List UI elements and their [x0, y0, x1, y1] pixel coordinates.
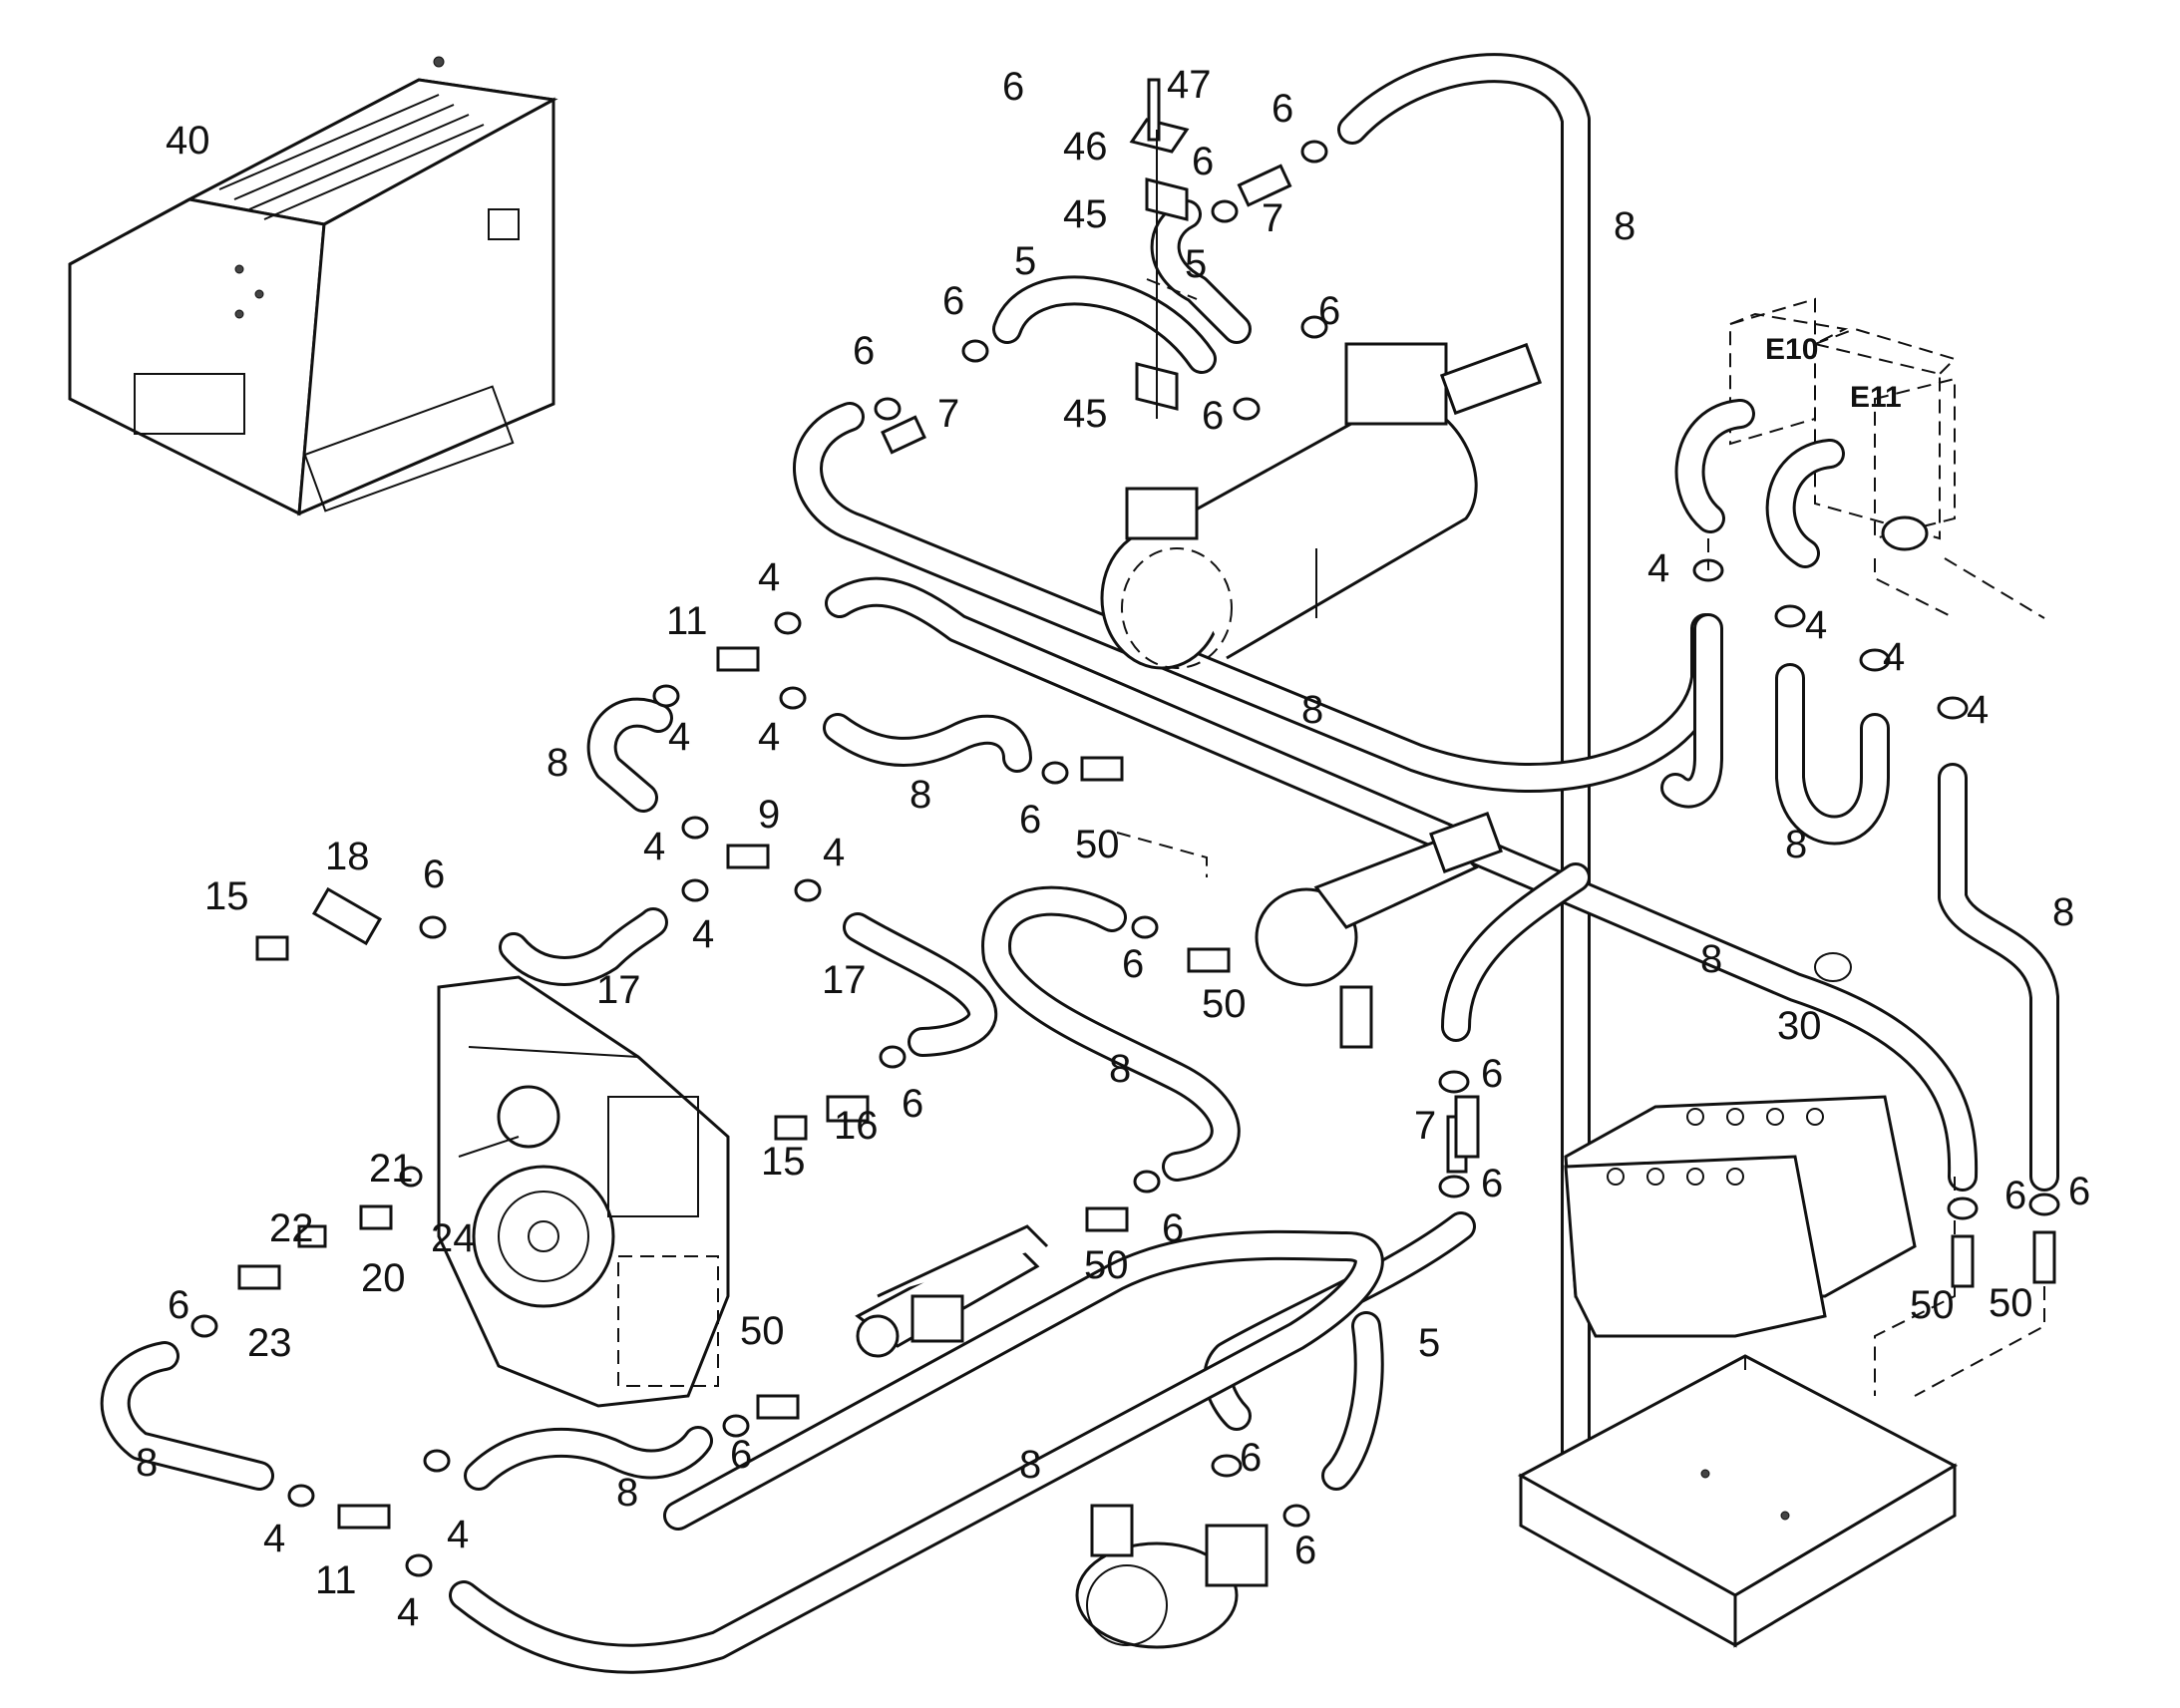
label-6: 6 — [730, 1433, 752, 1477]
label-40: 40 — [166, 119, 210, 163]
component-engine — [437, 975, 730, 1408]
label-6: 6 — [423, 853, 445, 896]
label-6: 6 — [1192, 140, 1214, 183]
label-50: 50 — [740, 1309, 785, 1353]
label-6: 6 — [1272, 87, 1293, 131]
label-50: 50 — [1989, 1281, 2033, 1325]
label-50: 50 — [1075, 823, 1120, 866]
label-7: 7 — [937, 392, 959, 436]
label-4: 4 — [758, 555, 780, 599]
label-8: 8 — [616, 1471, 638, 1515]
label-50: 50 — [1084, 1243, 1129, 1287]
label-24: 24 — [431, 1216, 476, 1260]
label-11: 11 — [315, 1558, 357, 1602]
part-labels: 40 47 46 45 45 6 6 6 6 6 6 6 7 7 5 5 8 8… — [136, 63, 2090, 1634]
label-50: 50 — [1202, 982, 1247, 1026]
label-6: 6 — [1002, 65, 1024, 109]
label-4: 4 — [263, 1517, 285, 1560]
label-23: 23 — [247, 1321, 292, 1365]
label-16: 16 — [834, 1104, 879, 1148]
label-4: 4 — [447, 1513, 469, 1556]
label-6: 6 — [1294, 1529, 1316, 1572]
label-5: 5 — [1014, 239, 1036, 283]
label-8: 8 — [1785, 823, 1807, 866]
label-45-bottom: 45 — [1063, 392, 1108, 436]
label-7: 7 — [1262, 196, 1283, 240]
label-8: 8 — [1301, 688, 1323, 732]
label-4: 4 — [1967, 688, 1989, 732]
label-6: 6 — [1122, 942, 1144, 986]
label-20: 20 — [361, 1256, 406, 1300]
label-9: 9 — [758, 793, 780, 837]
label-6: 6 — [942, 279, 964, 323]
label-30: 30 — [1777, 1004, 1822, 1048]
component-manifold — [855, 1224, 1049, 1358]
label-6: 6 — [1202, 394, 1224, 438]
label-45-top: 45 — [1063, 192, 1108, 236]
label-4: 4 — [823, 831, 845, 874]
label-4: 4 — [1805, 603, 1827, 647]
label-6: 6 — [853, 329, 875, 373]
label-4: 4 — [1647, 546, 1669, 590]
component-heater-upper — [1100, 342, 1543, 670]
battery-cells — [1607, 1108, 1824, 1186]
component-pump — [1075, 1504, 1269, 1649]
label-4: 4 — [668, 715, 690, 759]
label-17: 17 — [822, 958, 867, 1002]
component-batteries — [1564, 1095, 1917, 1338]
label-e11: E11 — [1850, 381, 1902, 414]
label-5: 5 — [1418, 1321, 1440, 1365]
label-8: 8 — [1019, 1443, 1041, 1487]
label-8: 8 — [136, 1441, 158, 1485]
label-6: 6 — [1318, 289, 1340, 333]
label-8: 8 — [1700, 937, 1722, 981]
component-box-40 — [68, 56, 558, 516]
label-4: 4 — [643, 825, 665, 868]
clamps — [190, 140, 2060, 1577]
label-6: 6 — [2004, 1174, 2026, 1217]
label-8: 8 — [1109, 1047, 1131, 1091]
label-4: 4 — [1883, 635, 1905, 679]
label-8: 8 — [2052, 890, 2074, 934]
label-6: 6 — [1162, 1206, 1184, 1250]
label-21: 21 — [369, 1147, 414, 1191]
label-4: 4 — [758, 715, 780, 759]
label-15: 15 — [204, 874, 249, 918]
label-47: 47 — [1167, 63, 1212, 107]
label-22: 22 — [269, 1206, 314, 1250]
fittings — [237, 78, 2056, 1530]
label-46: 46 — [1063, 125, 1108, 169]
label-6: 6 — [1240, 1436, 1262, 1480]
label-6: 6 — [168, 1283, 189, 1327]
label-8: 8 — [1614, 204, 1635, 248]
label-18: 18 — [325, 835, 370, 878]
label-8: 8 — [546, 741, 568, 785]
label-11: 11 — [666, 599, 708, 643]
label-e10: E10 — [1765, 333, 1818, 366]
component-valve — [1255, 812, 1503, 1049]
leader-lines — [1116, 130, 2045, 877]
label-50: 50 — [1910, 1283, 1955, 1327]
label-4: 4 — [397, 1590, 419, 1634]
label-6: 6 — [2068, 1170, 2090, 1213]
label-5: 5 — [1185, 242, 1207, 286]
label-7: 7 — [1414, 1104, 1436, 1148]
label-6: 6 — [1019, 798, 1041, 842]
hoses — [100, 53, 2059, 1674]
component-tray — [1517, 1177, 2045, 1648]
label-4: 4 — [692, 912, 714, 956]
label-17: 17 — [596, 968, 641, 1012]
label-6: 6 — [1481, 1162, 1503, 1205]
label-6: 6 — [902, 1082, 923, 1126]
label-8: 8 — [909, 773, 931, 817]
clip-30 — [1814, 952, 1852, 982]
component-heaters-e10-e11: E10 E11 — [1674, 297, 1957, 568]
label-15: 15 — [761, 1140, 806, 1184]
label-6: 6 — [1481, 1052, 1503, 1096]
